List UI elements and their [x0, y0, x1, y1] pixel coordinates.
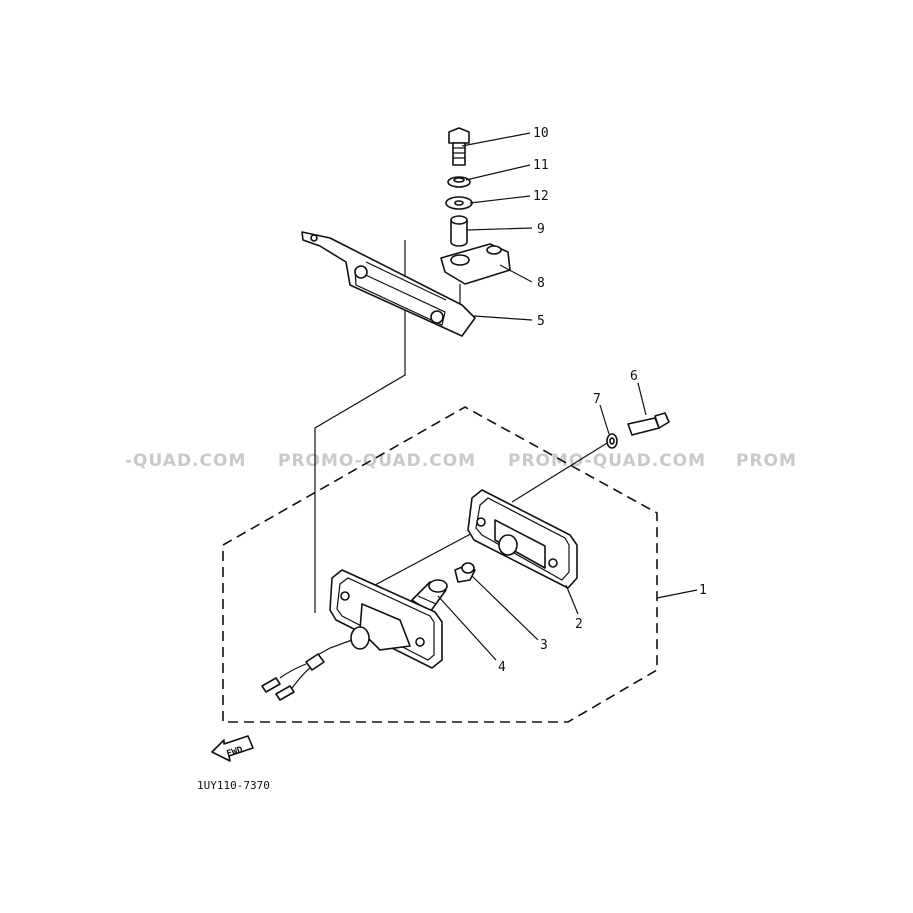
- leader-line: [599, 404, 610, 435]
- leader-line: [461, 132, 531, 147]
- leader-line: [374, 529, 479, 586]
- callout-label: 3: [540, 638, 548, 653]
- leader-line: [469, 195, 531, 204]
- watermark: PROM: [736, 451, 797, 471]
- wire-harness: [261, 639, 353, 701]
- callout-label: 6: [630, 369, 638, 384]
- assembly-outline: [222, 406, 658, 723]
- washer-7: [606, 433, 618, 449]
- bolt-6: [627, 412, 670, 436]
- callout-label: 5: [537, 314, 545, 329]
- lamp-housing: [329, 569, 443, 669]
- watermark: PROMO-QUAD.COM: [278, 451, 476, 471]
- leader-line: [656, 589, 698, 599]
- leader-line: [466, 227, 533, 231]
- bolt-10: [448, 127, 470, 166]
- callout-label: 10: [533, 126, 549, 141]
- washer-12: [445, 196, 473, 210]
- lock-washer-11: [447, 176, 471, 188]
- callout-label: 8: [537, 276, 545, 291]
- callout-label: 2: [575, 617, 583, 632]
- leader-line: [565, 584, 579, 615]
- callout-label: 4: [498, 660, 506, 675]
- bulb-3: [454, 562, 476, 583]
- callout-label: 11: [533, 158, 549, 173]
- callout-label: 1: [699, 583, 707, 598]
- leader-line: [471, 575, 539, 641]
- watermark: PROMO-QUAD.COM: [508, 451, 706, 471]
- leader-line: [511, 439, 613, 503]
- lens-2: [467, 489, 578, 589]
- callout-label: 12: [533, 189, 549, 204]
- callout-label: 7: [593, 392, 601, 407]
- leader-line: [437, 595, 497, 661]
- leader-line: [499, 264, 533, 283]
- leader-line: [473, 315, 533, 321]
- leader-line: [465, 164, 531, 181]
- fwd-arrow-icon: FWD: [211, 735, 254, 762]
- diagram-code: 1UY110-7370: [197, 779, 270, 792]
- watermark: -QUAD.COM: [125, 451, 246, 471]
- collar-9: [450, 215, 468, 247]
- leader-line: [637, 382, 647, 416]
- callout-label: 9: [537, 222, 545, 237]
- bracket-8: [440, 243, 511, 308]
- bracket-5: [301, 231, 476, 337]
- fwd-arrow-label: FWD: [226, 745, 245, 759]
